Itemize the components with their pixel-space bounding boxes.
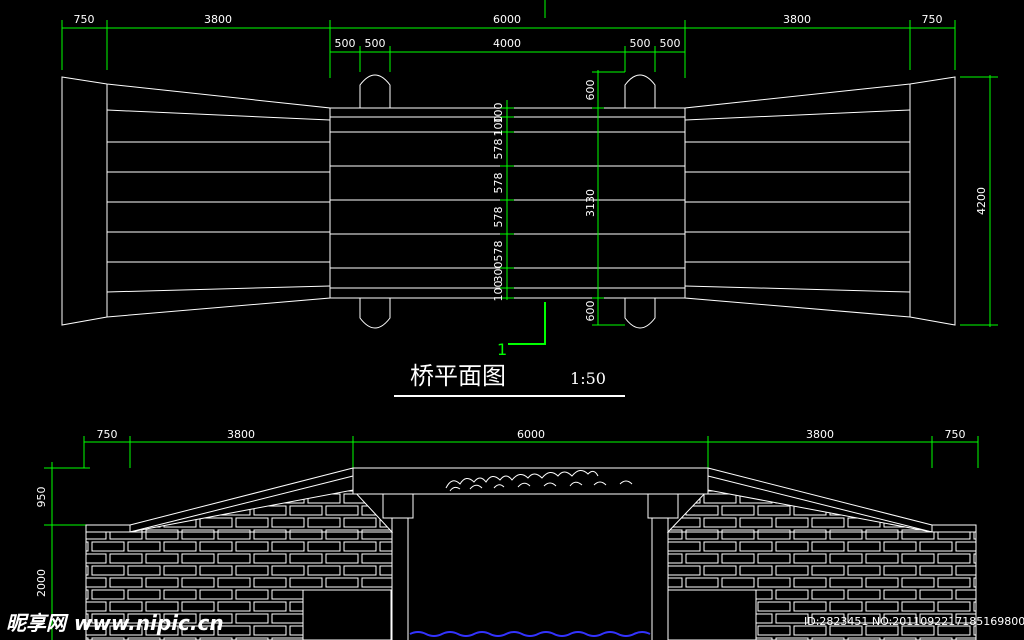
plan-dim-top-3: 6000 — [493, 13, 521, 26]
plan-inner-dimension-chain — [592, 70, 625, 326]
plan-plank-dim-6: 578 — [492, 241, 505, 262]
watermark-id: ID:2823451 NO:20110922171851698000 — [804, 615, 1024, 628]
right-brick-slope — [666, 489, 933, 533]
watermark-brand: 昵享网 — [6, 611, 69, 635]
left-abutment-opening — [302, 589, 392, 640]
plan-plank-dim-7: 300 — [492, 262, 505, 283]
plan-dim-pier-upper: 600 — [584, 80, 597, 101]
plan-bridge-outline — [61, 74, 956, 329]
elev-dim-left-lower: 2000 — [35, 569, 48, 597]
plan-dim-overall-width: 4200 — [975, 187, 988, 215]
deck-ornament-carving — [445, 470, 633, 492]
plan-dim-top-4: 3800 — [783, 13, 811, 26]
plan-dim-pier-lower: 600 — [584, 301, 597, 322]
plan-plank-dim-8: 100 — [492, 281, 505, 302]
plan-dim-top-2: 3800 — [204, 13, 232, 26]
plan-top-dimension-chain — [61, 0, 956, 78]
plan-dim-mid-5: 500 — [660, 37, 681, 50]
elev-dim-top-3: 6000 — [517, 428, 545, 441]
plan-plank-dim-2: 100 — [492, 116, 505, 137]
plan-dim-mid-1: 500 — [335, 37, 356, 50]
elev-dim-top-2: 3800 — [227, 428, 255, 441]
elev-dim-top-5: 750 — [945, 428, 966, 441]
left-deck-bearing — [382, 493, 414, 519]
plan-plank-dimension-chain — [500, 100, 514, 300]
section-marker-label: 1 — [497, 340, 507, 359]
plan-dim-mid-2: 500 — [365, 37, 386, 50]
watermark: 昵享网 www.nipic.cn ID:2823451 NO:201109221… — [6, 611, 1024, 635]
right-deck-bearing — [647, 493, 679, 519]
plan-plank-dim-5: 578 — [492, 207, 505, 228]
elevation-view: 750 3800 6000 3800 750 950 2000 — [35, 428, 979, 640]
water-line — [409, 631, 651, 637]
plan-scale: 1:50 — [570, 369, 606, 388]
elev-dim-top-4: 3800 — [806, 428, 834, 441]
plan-plank-dim-3: 578 — [492, 139, 505, 160]
elevation-left-dimension-chain — [44, 462, 90, 640]
plan-dim-mid-3: 4000 — [493, 37, 521, 50]
right-abutment-opening — [667, 589, 757, 640]
bridge-deck — [352, 467, 709, 495]
elev-dim-top-1: 750 — [97, 428, 118, 441]
plan-mid-dimension-chain — [330, 46, 685, 72]
plan-plank-dim-1: 100 — [492, 103, 505, 124]
section-marker — [508, 302, 546, 345]
plan-title: 桥平面图 — [410, 362, 506, 390]
bridge-ramps — [129, 467, 933, 533]
plan-overall-width-dimension — [960, 75, 998, 327]
plan-dim-mid-4: 500 — [630, 37, 651, 50]
elev-dim-left-upper: 950 — [35, 487, 48, 508]
watermark-url: www.nipic.cn — [74, 611, 224, 635]
plan-dim-span-inner: 3130 — [584, 189, 597, 217]
left-brick-slope — [129, 489, 394, 533]
plan-dim-top-5: 750 — [922, 13, 943, 26]
elevation-top-dimension-chain — [83, 436, 979, 468]
plan-dim-top-1: 750 — [74, 13, 95, 26]
plan-plank-dim-4: 578 — [492, 173, 505, 194]
abutment-caps — [85, 524, 977, 533]
plan-view: 750 3800 6000 3800 750 500 500 4000 500 … — [61, 0, 998, 397]
